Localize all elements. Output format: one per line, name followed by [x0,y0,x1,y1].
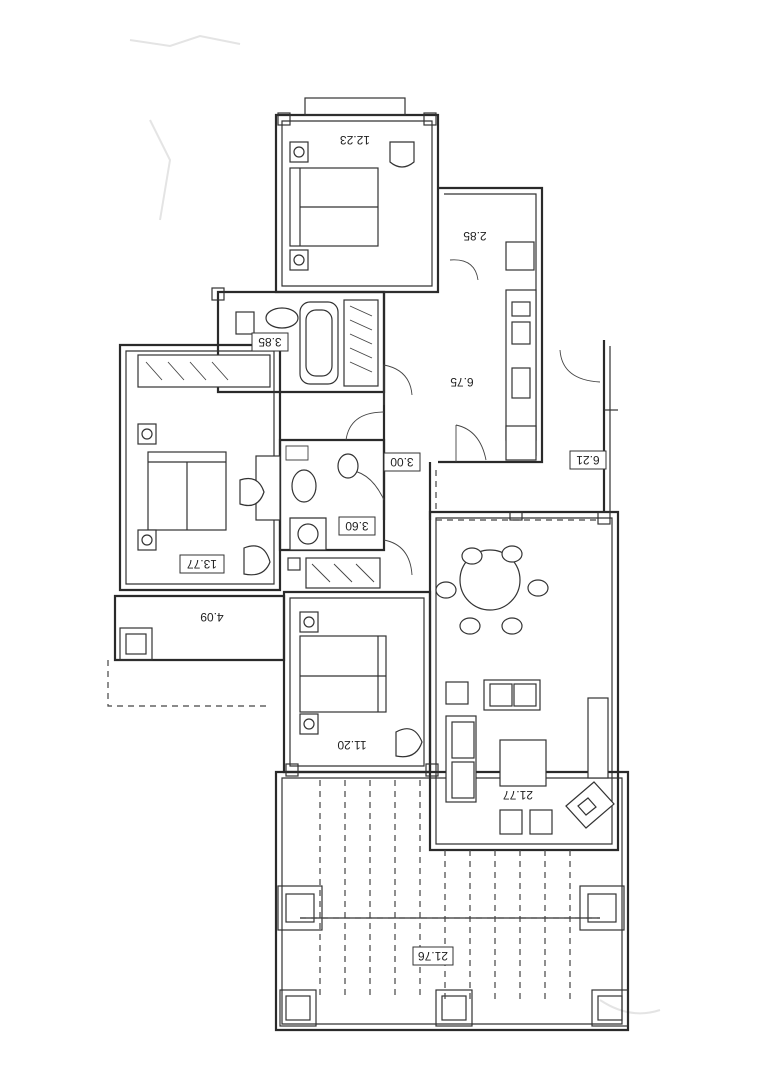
room-area-text: 2.85 [463,229,487,243]
room-label-bath-mid: 3.60 [338,516,376,536]
room-label-bath-top: 3.85 [251,332,289,352]
room-area-text: 13.77 [187,557,217,571]
room-area-text: 6.75 [450,375,474,389]
room-label-living: 21.77 [503,788,533,802]
furniture [137,141,615,835]
room-label-hall: 3.00 [383,452,421,472]
room-label-bedroom-bottom: 11.20 [337,738,366,752]
room-area-text: 6.21 [576,453,600,467]
room-label-terrace-right: 6.21 [569,450,607,470]
room-label-kitchen: 6.75 [450,375,474,389]
pergola-dashes [300,780,600,1000]
room-label-bedroom-left: 13.77 [179,554,225,574]
doors [345,259,601,576]
room-label-bedroom-top: 12.23 [340,133,370,147]
room-label-utility: 2.85 [463,229,487,243]
room-label-terrace-bottom: 21.76 [412,946,454,966]
room-area-text: 3.00 [390,455,414,469]
room-labels: 12.23 2.85 3.85 6.75 13.77 3.00 3.60 6.2… [179,133,607,966]
room-area-text: 12.23 [340,133,370,147]
room-label-balcony-left: 4.09 [200,610,224,624]
walls [107,97,630,1032]
room-area-text: 3.85 [258,335,282,349]
room-area-text: 21.76 [418,949,448,963]
scan-artifacts [129,34,661,1015]
room-area-text: 3.60 [345,519,369,533]
room-area-text: 11.20 [337,738,366,752]
columns [119,112,629,1027]
room-area-text: 21.77 [503,788,533,802]
room-area-text: 4.09 [200,610,224,624]
